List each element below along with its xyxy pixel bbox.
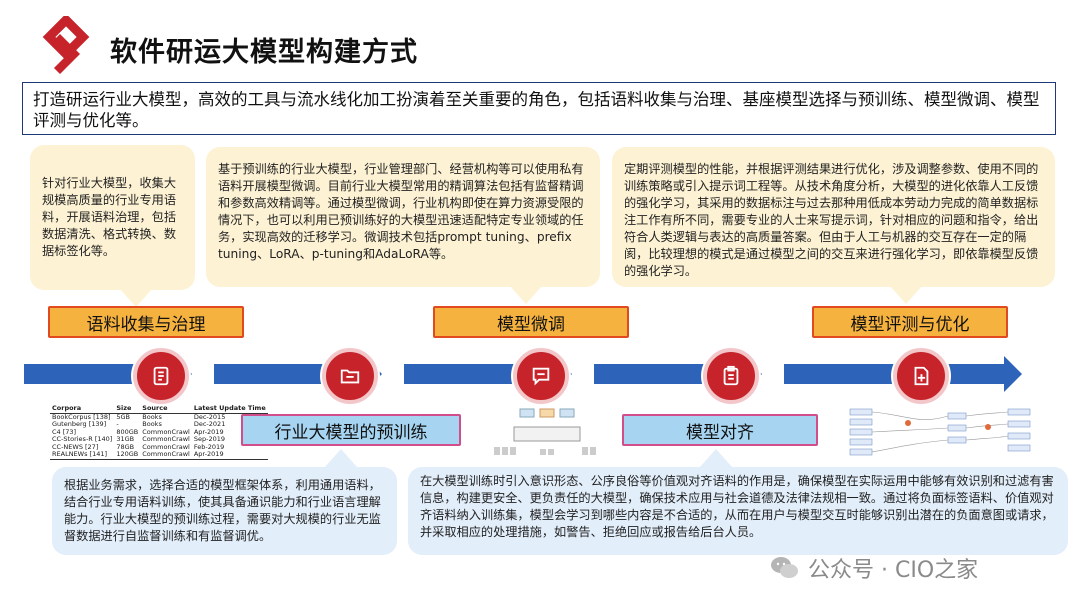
clipboard-icon	[720, 365, 742, 387]
table-header: Corpora	[50, 405, 114, 413]
node-pretrain	[322, 348, 378, 404]
bubble-tail	[510, 286, 542, 304]
stage-align: 模型对齐	[622, 414, 818, 446]
bubble-tail	[890, 286, 922, 304]
stage-pretrain: 行业大模型的预训练	[241, 414, 461, 446]
node-corpus	[133, 348, 189, 404]
node-align	[703, 348, 759, 404]
bubble-pretrain-text: 根据业务需求，选择合适的模型框架体系，利用通用语料，结合行业专用语料训练，使其具…	[64, 478, 381, 543]
watermark: 公众号 · CIO之家	[770, 552, 978, 584]
bubble-align-text: 在大模型训练时引入意识形态、公序良俗等价值观对齐语料的作用是，确保模型在实际运用…	[420, 474, 1054, 539]
bubble-finetune: 基于预训练的行业大模型，行业管理部门、经营机构等可以使用私有语料开展模型微调。目…	[206, 147, 600, 287]
table-cell: REALNEWs [141]	[50, 451, 114, 459]
corpus-table: Corpora Size Source Latest Update Time B…	[50, 405, 230, 465]
node-evaluate	[893, 348, 949, 404]
table-row: REALNEWs [141] 120GB CommonCrawl Apr-201…	[50, 451, 268, 459]
table-cell: Apr-2019	[192, 451, 268, 459]
bubble-tail	[120, 289, 152, 307]
table-header: Source	[140, 405, 192, 413]
intro-box: 打造研运行业大模型，高效的工具与流水线化加工扮演着至关重要的角色，包括语料收集与…	[22, 82, 1056, 135]
bubble-align: 在大模型训练时引入意识形态、公序良俗等价值观对齐语料的作用是，确保模型在实际运用…	[408, 467, 1068, 555]
bubble-corpus-text: 针对行业大模型，收集大规模高质量的行业专用语料，开展语料治理，包括数据清洗、格式…	[42, 176, 176, 258]
stage-corpus: 语料收集与治理	[48, 306, 244, 338]
table-cell: CommonCrawl	[140, 451, 192, 459]
bubble-tail	[700, 449, 732, 467]
wechat-icon	[770, 555, 800, 581]
bubble-evaluate: 定期评测模型的性能，并根据评测结果进行优化，涉及调整参数、使用不同的训练策略或引…	[612, 147, 1055, 287]
message-icon	[530, 365, 552, 387]
document-icon	[150, 365, 172, 387]
page-title: 软件研运大模型构建方式	[110, 30, 418, 69]
bubble-tail	[325, 449, 357, 467]
bubble-evaluate-text: 定期评测模型的性能，并根据评测结果进行优化，涉及调整参数、使用不同的训练策略或引…	[624, 162, 1038, 278]
stage-evaluate: 模型评测与优化	[812, 306, 1008, 338]
evaluation-diagram-thumbnail	[848, 405, 1058, 465]
node-finetune	[513, 348, 569, 404]
bubble-corpus: 针对行业大模型，收集大规模高质量的行业专用语料，开展语料治理，包括数据清洗、格式…	[30, 145, 195, 290]
bubble-finetune-text: 基于预训练的行业大模型，行业管理部门、经营机构等可以使用私有语料开展模型微调。目…	[218, 162, 584, 261]
add-file-icon	[910, 365, 932, 387]
finetune-diagram-thumbnail	[490, 405, 608, 465]
folder-icon	[339, 365, 361, 387]
table-header: Size	[114, 405, 140, 413]
logo-icon	[14, 16, 94, 82]
watermark-text: 公众号 · CIO之家	[808, 552, 978, 584]
stage-finetune: 模型微调	[433, 306, 629, 338]
bubble-pretrain: 根据业务需求，选择合适的模型框架体系，利用通用语料，结合行业专用语料训练，使其具…	[52, 467, 397, 555]
table-header: Latest Update Time	[192, 405, 268, 413]
table-cell: 120GB	[114, 451, 140, 459]
